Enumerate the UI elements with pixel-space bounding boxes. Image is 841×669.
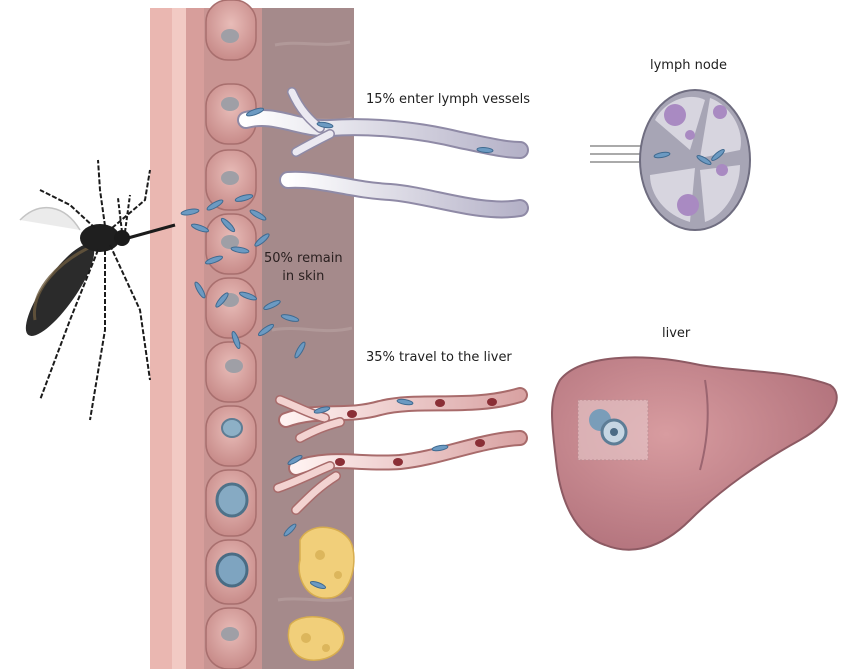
label-remain-in-skin: 50% remain in skin [264,250,343,286]
label-travel-to-liver: 35% travel to the liver [366,350,512,365]
lymph-node [590,90,750,230]
liver [552,357,837,549]
label-remain-in-skin-line2: in skin [264,268,343,286]
label-liver: liver [662,326,690,341]
label-lymph-node: lymph node [650,58,727,73]
label-remain-in-skin-line1: 50% remain [264,250,343,268]
label-lymph-vessels: 15% enter lymph vessels [366,92,530,107]
